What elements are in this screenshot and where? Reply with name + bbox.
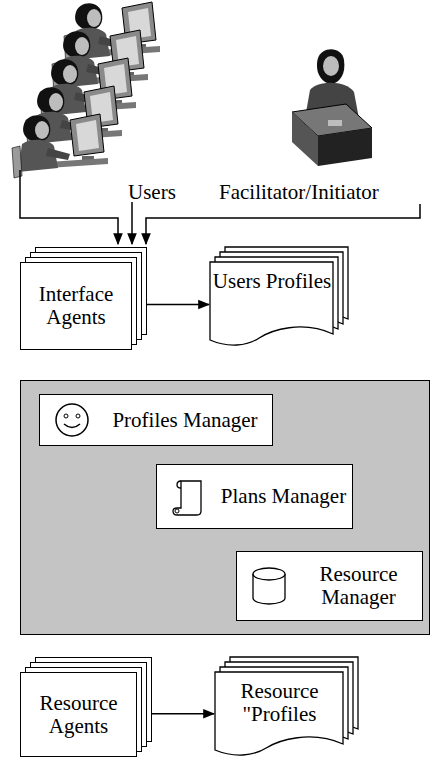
node-text: Plans Manager [215,485,352,508]
agent-box: Interface Agents [20,262,132,350]
node-text: Users Profiles [210,270,334,293]
scroll-icon [167,475,211,519]
manager-box: Plans Manager [156,464,353,529]
node-text: Profiles Manager [98,409,272,432]
profile-document: Resource "Profiles [215,672,344,754]
db-icon [247,564,291,608]
profile-document: Users Profiles [210,262,334,344]
node-text: Resource "Profiles [215,680,344,726]
manager-box: Profiles Manager [39,394,273,446]
manager-box: Resource Manager [236,551,423,621]
figure-label: Users [128,180,176,204]
smile-icon [50,398,94,442]
node-text: Resource Manager [295,563,422,609]
manager-panel: Profiles ManagerPlans ManagerResource Ma… [20,380,430,635]
figure-label: Facilitator/Initiator [219,180,379,204]
node-text: Interface Agents [26,283,126,329]
agent-box: Resource Agents [20,672,137,757]
node-text: Resource Agents [26,692,131,738]
